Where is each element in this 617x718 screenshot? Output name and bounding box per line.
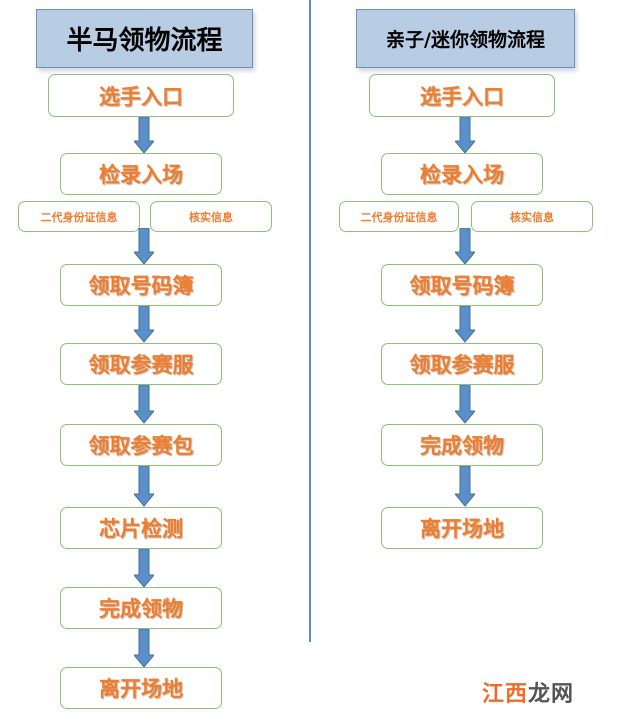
left-arrow-3 <box>134 306 154 343</box>
right-title: 亲子/迷你领物流程 <box>356 9 575 68</box>
left-step-leave: 离开场地 <box>60 667 222 709</box>
left-arrow-5 <box>134 466 154 507</box>
left-step-chip-check: 芯片检测 <box>60 507 222 549</box>
right-arrow-1 <box>455 117 475 154</box>
left-arrow-2 <box>134 228 154 265</box>
left-step-shirt: 领取参赛服 <box>60 343 222 385</box>
watermark-part2: 龙网 <box>528 681 575 707</box>
right-step-shirt: 领取参赛服 <box>381 343 543 385</box>
left-arrow-7 <box>134 629 154 668</box>
right-arrow-2 <box>455 228 475 265</box>
left-step-bib: 领取号码簿 <box>60 264 222 306</box>
watermark-logo: 江西龙网 <box>482 676 574 708</box>
column-divider <box>309 0 311 642</box>
left-note-id-card: 二代身份证信息 <box>18 201 140 232</box>
right-arrow-5 <box>455 466 475 507</box>
left-arrow-4 <box>134 385 154 424</box>
left-step-entrance: 选手入口 <box>48 74 234 117</box>
right-step-done: 完成领物 <box>381 424 543 466</box>
left-arrow-1 <box>134 117 154 154</box>
right-step-checkin: 检录入场 <box>381 153 543 195</box>
left-step-done: 完成领物 <box>60 587 222 629</box>
left-step-checkin: 检录入场 <box>60 153 222 195</box>
right-step-bib: 领取号码簿 <box>381 264 543 306</box>
right-arrow-3 <box>455 306 475 343</box>
left-note-verify: 核实信息 <box>150 201 272 232</box>
watermark-part1: 江西 <box>482 681 529 707</box>
right-note-id-card: 二代身份证信息 <box>339 201 459 232</box>
left-arrow-6 <box>134 549 154 588</box>
left-step-pack: 领取参赛包 <box>60 424 222 466</box>
left-title: 半马领物流程 <box>36 9 253 68</box>
right-step-entrance: 选手入口 <box>369 74 555 117</box>
right-arrow-4 <box>455 385 475 424</box>
right-step-leave: 离开场地 <box>381 507 543 549</box>
right-note-verify: 核实信息 <box>471 201 593 232</box>
